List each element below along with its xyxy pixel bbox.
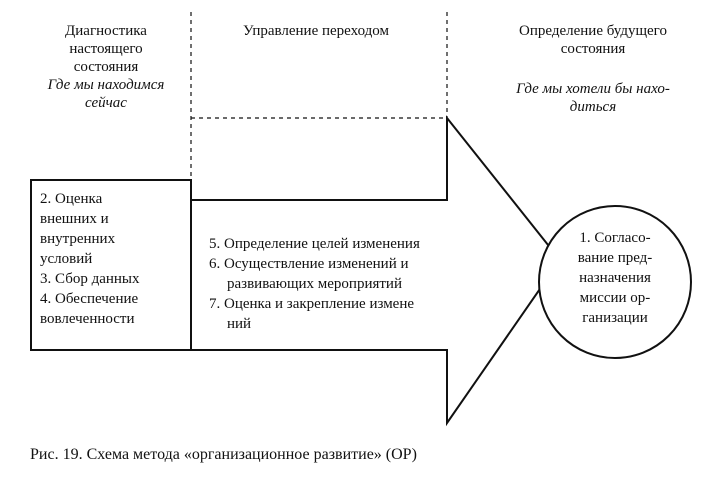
future-title-line1: Определение будущего	[519, 23, 667, 39]
transition-heading: Управление переходом	[196, 22, 436, 40]
diagnosis-heading: Диагностика настоящего состояния Где мы …	[31, 22, 181, 112]
diagnosis-subtitle-line1: Где мы находимся	[47, 77, 165, 93]
circle-line: ганизации	[582, 310, 648, 326]
box-line: условий	[40, 251, 93, 267]
arrow-line: 7. Оценка и закрепление измене	[209, 296, 415, 312]
box-line: 3. Сбор данных	[40, 271, 140, 287]
diagnosis-subtitle-line2: сейчас	[85, 95, 127, 111]
circle-line: назначения	[579, 270, 651, 286]
box-line: 4. Обеспечение	[40, 291, 139, 307]
future-subtitle-line2: диться	[569, 99, 617, 115]
arrow-line: 5. Определение целей изменения	[209, 236, 420, 252]
diagnosis-box	[30, 179, 192, 351]
arrow-line: развивающих мероприятий	[227, 276, 402, 292]
arrow-line: ний	[227, 316, 252, 332]
future-circle-text: 1. Согласо- вание пред- назначения мисси…	[555, 228, 675, 328]
future-state-circle	[538, 205, 692, 359]
future-heading: Определение будущего состояния Где мы хо…	[478, 22, 708, 116]
future-subtitle-line1: Где мы хотели бы нахо-	[516, 81, 670, 97]
transition-arrow-text: 5. Определение целей изменения 6. Осущес…	[209, 234, 420, 334]
diagnosis-title-line1: Диагностика	[65, 23, 147, 39]
transition-title: Управление переходом	[243, 23, 389, 39]
box-line: внешних и	[40, 211, 109, 227]
transition-arrow	[190, 115, 562, 427]
circle-line: вание пред-	[577, 250, 653, 266]
future-title-line2: состояния	[560, 41, 626, 57]
arrow-line: 6. Осуществление изменений и	[209, 256, 409, 272]
box-line: внутренних	[40, 231, 116, 247]
circle-line: миссии ор-	[579, 290, 651, 306]
diagnosis-box-text: 2. Оценка внешних и внутренних условий 3…	[40, 189, 140, 329]
box-line: 2. Оценка	[40, 191, 103, 207]
box-line: вовлеченности	[40, 311, 135, 327]
figure-caption: Рис. 19. Схема метода «организационное р…	[30, 446, 417, 463]
diagnosis-title-line3: состояния	[73, 59, 139, 75]
circle-line: 1. Согласо-	[579, 230, 651, 246]
diagnosis-title-line2: настоящего	[69, 41, 143, 57]
